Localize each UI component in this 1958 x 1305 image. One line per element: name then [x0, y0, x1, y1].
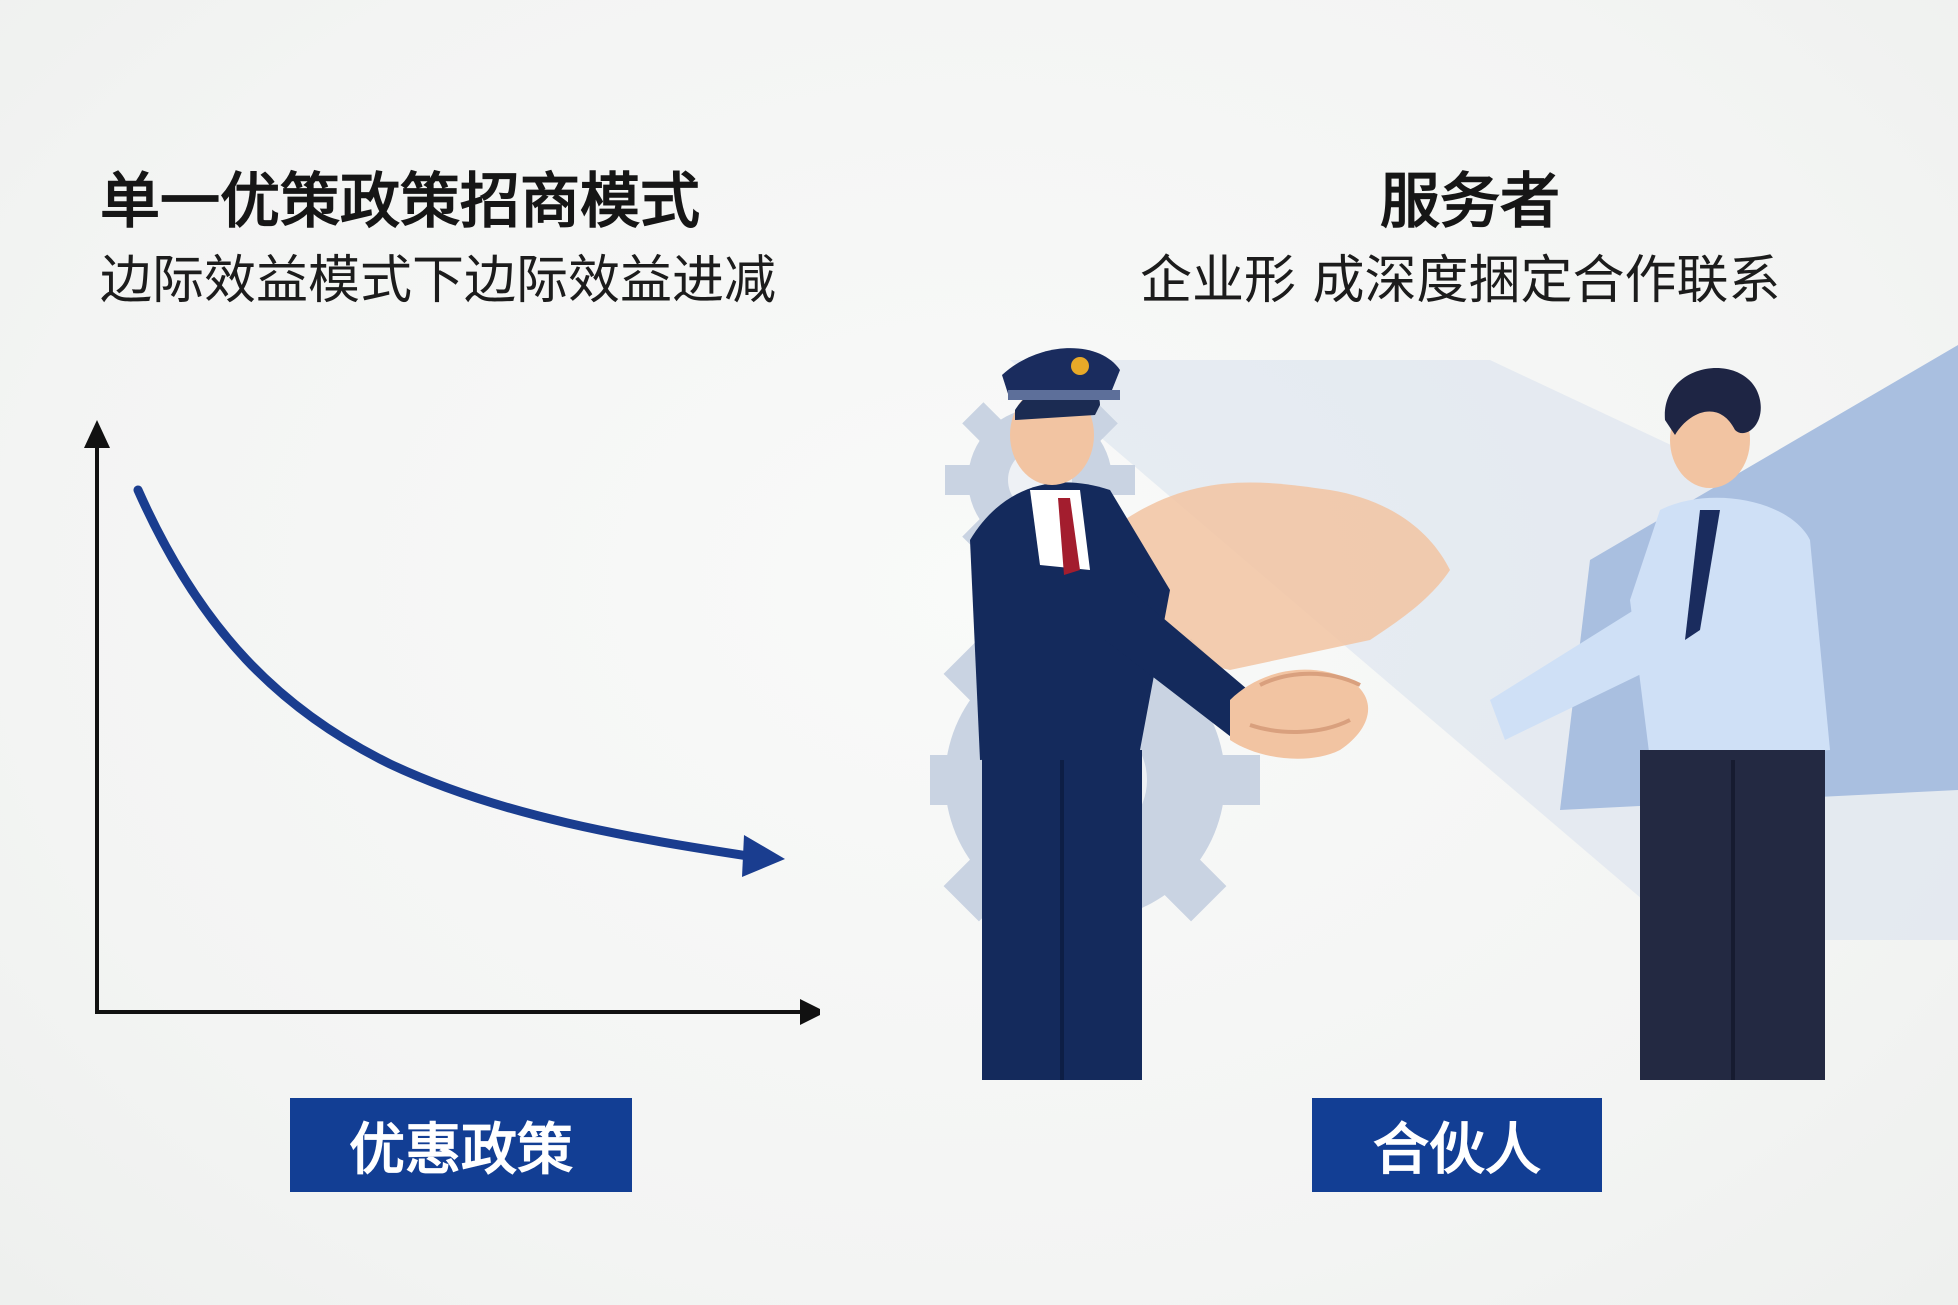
- right-subtitle: 企业形 成深度捆定合作联系: [1140, 251, 1781, 311]
- left-subtitle: 边际效益模式下边际效益进减: [100, 251, 777, 311]
- y-axis-arrow-icon: [84, 420, 110, 448]
- diminishing-curve-diagram: [84, 420, 820, 1025]
- trend-arrow-icon: [742, 835, 785, 877]
- clasped-hands-icon: [1230, 669, 1369, 759]
- x-axis-arrow-icon: [800, 999, 820, 1025]
- handshake-illustration: [930, 345, 1958, 1080]
- left-title: 单一优策政策招商模式: [100, 167, 700, 237]
- left-label-box: 优惠政策: [290, 1098, 632, 1192]
- officer-figure: [970, 348, 1260, 1080]
- right-label-box: 合伙人: [1312, 1098, 1602, 1192]
- right-title: 服务者: [1380, 167, 1560, 237]
- handshake-icon: [1100, 482, 1450, 670]
- businessman-figure: [1490, 367, 1830, 1080]
- decreasing-curve: [133, 485, 760, 862]
